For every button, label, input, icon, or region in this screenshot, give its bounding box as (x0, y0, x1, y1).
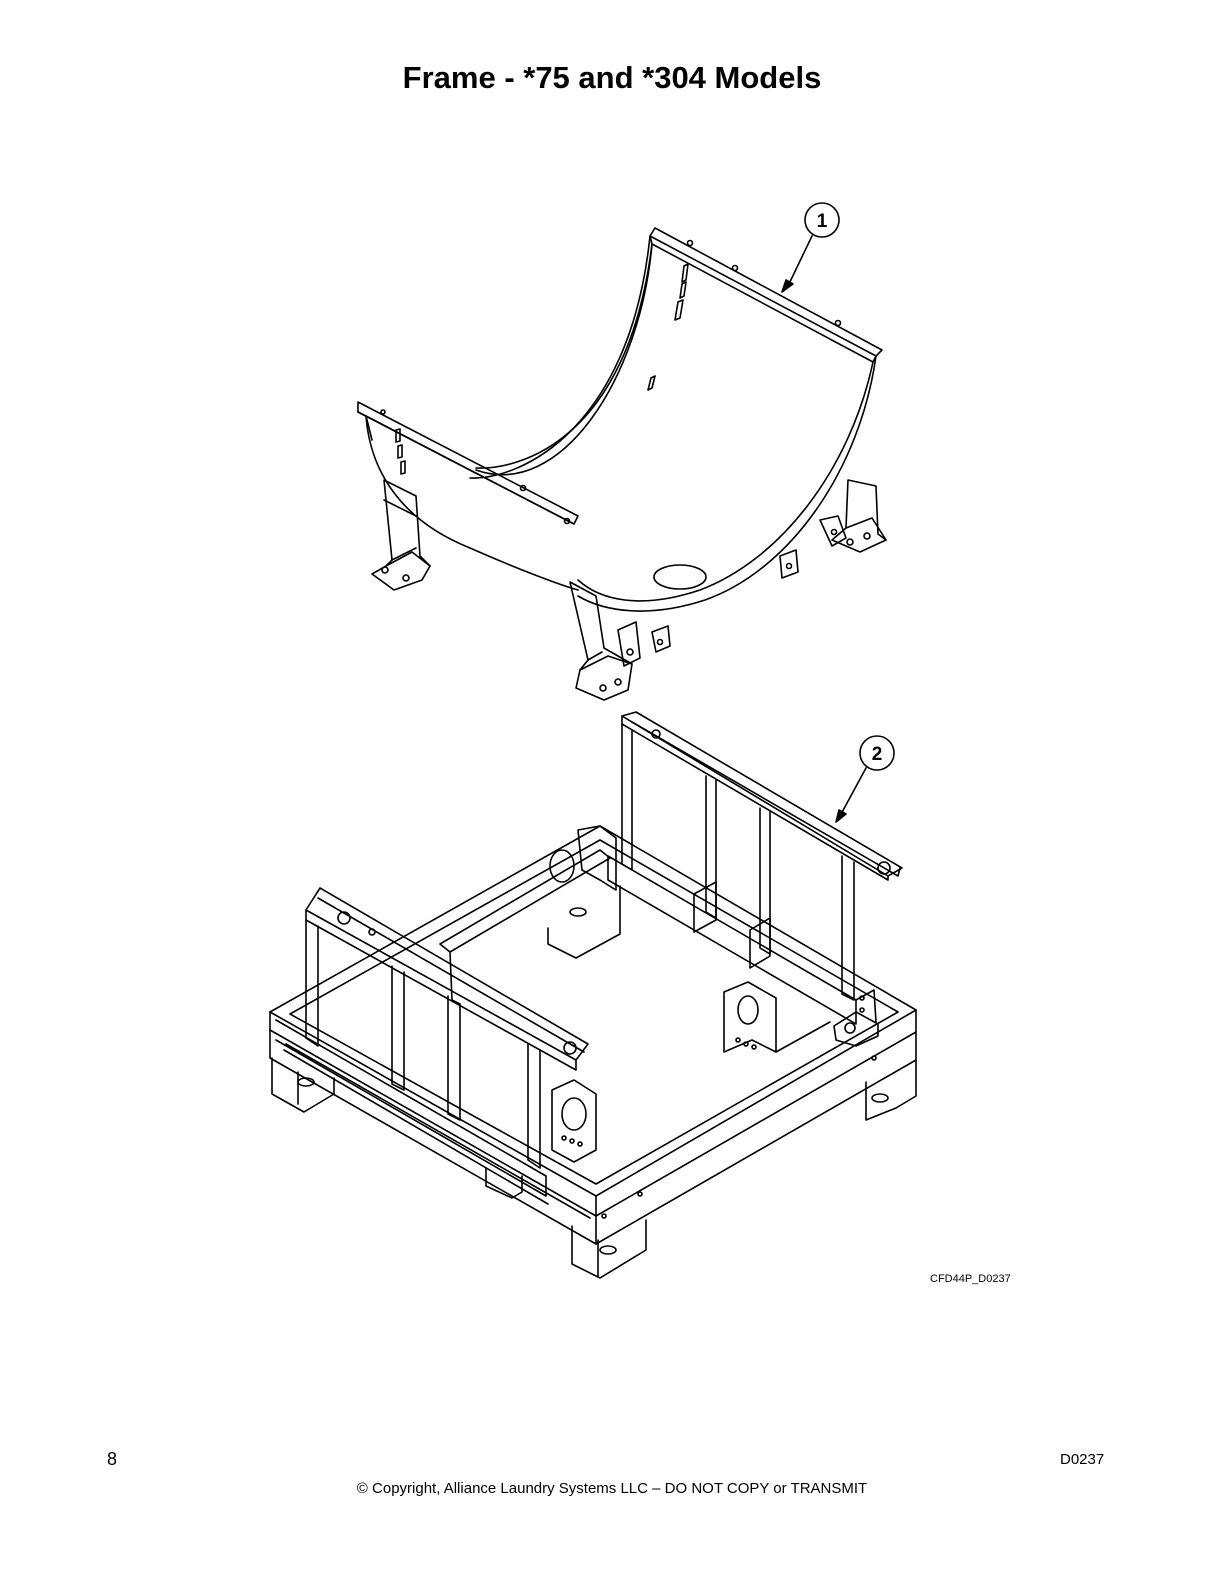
callout-1-leader (781, 202, 840, 293)
callout-2-leader (835, 735, 895, 823)
copyright-notice: © Copyright, Alliance Laundry Systems LL… (356, 1480, 868, 1497)
page-title: Frame - *75 and *304 Models (402, 60, 822, 95)
tub-cradle-part (357, 227, 887, 701)
callout-1-number: 1 (817, 211, 828, 232)
base-frame-part (269, 711, 917, 1279)
page-number: 8 (107, 1449, 118, 1469)
callout-2-number: 2 (872, 744, 883, 765)
document-code: D0237 (1060, 1451, 1105, 1468)
figure-code: CFD44P_D0237 (930, 1273, 1011, 1285)
